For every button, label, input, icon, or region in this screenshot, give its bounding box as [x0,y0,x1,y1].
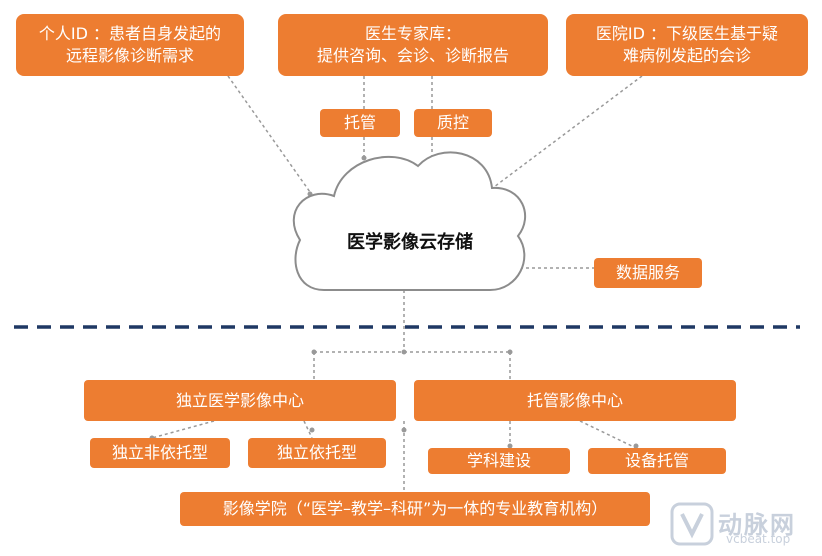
independent-nonhosted-box: 独立非依托型 [90,438,230,468]
connector-hospital-cloud [481,75,643,197]
watermark-brand: 动脉网 [718,511,796,539]
watermark-url: vcbeat.top [726,532,791,546]
tuoguan-box: 托管 [320,109,400,137]
expert-library-line2: 提供咨询、会诊、诊断报告 [316,46,509,65]
hospital-id-line2: 难病例发起的会诊 [622,46,751,65]
patient-id-line2: 远程影像诊断需求 [65,46,194,65]
connector-patient-cloud [227,75,311,193]
expert-library-box: 医生专家库： 提供咨询、会诊、诊断报告 [278,14,548,76]
imaging-academy-label: 影像学院（“医学–教学–科研”为一体的专业教育机构） [222,499,608,518]
cloud-storage-label: 医学影像云存储 [347,232,473,253]
equipment-hosting-label: 设备托管 [624,451,689,470]
imaging-academy-box: 影像学院（“医学–教学–科研”为一体的专业教育机构） [180,492,650,526]
discipline-building-label: 学科建设 [466,451,531,470]
connector-independent-nonhosted [151,420,215,439]
connector-hosted-equipment [579,420,637,449]
independent-center-label: 独立医学影像中心 [175,390,304,410]
data-service-label: 数据服务 [615,263,680,282]
data-service-box: 数据服务 [594,258,702,288]
hosted-center-label: 托管影像中心 [526,390,623,410]
patient-id-line1: 个人ID ：患者自身发起的 [38,24,222,43]
tuoguan-label: 托管 [343,113,376,132]
expert-library-line1: 医生专家库： [364,24,461,43]
independent-nonhosted-label: 独立非依托型 [111,443,208,462]
hospital-id-box: 医院ID ：下级医生基于疑 难病例发起的会诊 [566,14,808,76]
independent-center-box: 独立医学影像中心 [84,380,396,421]
cloud-shape [292,151,527,291]
zhikong-box: 质控 [414,109,492,137]
hospital-id-line1: 医院ID ：下级医生基于疑 [595,24,779,43]
zhikong-label: 质控 [436,113,469,132]
equipment-hosting-box: 设备托管 [588,448,726,474]
patient-id-box: 个人ID ：患者自身发起的 远程影像诊断需求 [16,14,244,76]
independent-hosted-box: 独立依托型 [248,438,386,468]
discipline-building-box: 学科建设 [428,448,570,474]
hosted-center-box: 托管影像中心 [414,380,736,421]
independent-hosted-label: 独立依托型 [276,443,357,462]
vcbeat-logo-icon [670,502,714,546]
